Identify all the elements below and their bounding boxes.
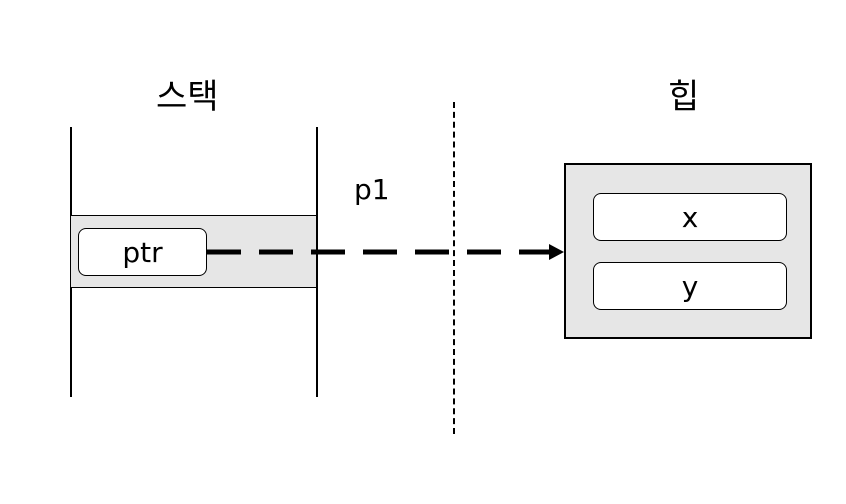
pointer-field: ptr [78, 228, 207, 276]
reference-arrowhead [549, 244, 564, 260]
heap-title: 힙 [668, 77, 700, 117]
stack-title: 스택 [156, 77, 219, 117]
heap-field-x: x [593, 193, 787, 241]
reference-label: p1 [354, 173, 390, 206]
stack-heap-divider [453, 102, 455, 434]
stack-right-wall [316, 127, 318, 397]
heap-field-y: y [593, 262, 787, 310]
